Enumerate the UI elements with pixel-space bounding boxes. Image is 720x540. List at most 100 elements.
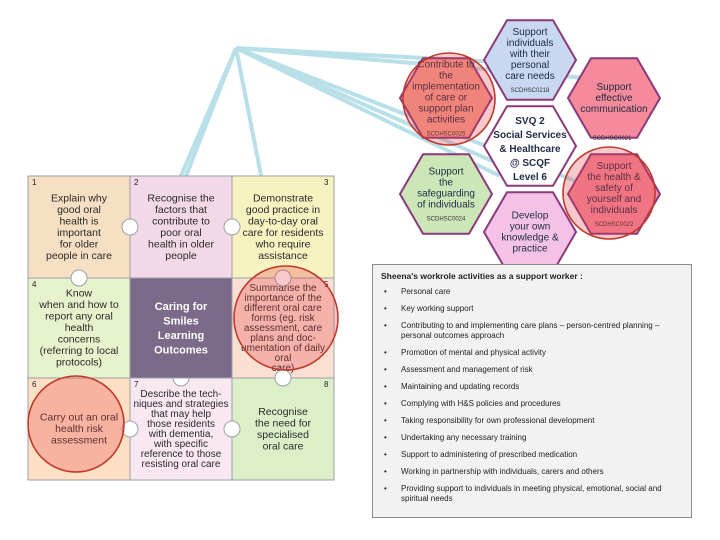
connector-rays — [116, 46, 587, 326]
highlight-circle — [27, 375, 125, 473]
workrole-item: Complying with H&S policies and procedur… — [381, 399, 683, 409]
tile-text-2-line: poor oral — [160, 227, 201, 239]
hexagon-label-upper-left-line: of care or — [425, 93, 468, 104]
tile-text-4-line: Know — [66, 288, 93, 300]
hexagon-upper-right — [566, 57, 662, 139]
puzzle-tile-8 — [231, 377, 335, 481]
hexagon-label-top-line: with their — [509, 49, 551, 60]
tile-text-3-line: day-to-day oral — [248, 215, 318, 227]
tile-text-5-line: assessment, care — [244, 323, 323, 334]
workrole-item: Maintaining and updating records — [381, 382, 683, 392]
hexagon-label-upper-right-line: communication — [580, 104, 647, 115]
tile-text-2-line: people — [165, 250, 197, 262]
tile-number: 1 — [32, 178, 37, 187]
tile-text-5-line: forms (eg. risk — [251, 313, 315, 324]
tile-number: 4 — [32, 280, 37, 289]
hexagon-label-upper-right-line: effective — [595, 93, 632, 104]
tile-text-2-line: contribute to — [152, 215, 210, 227]
workrole-item: Personal care — [381, 287, 683, 297]
hexagon-label-bottom-line: Develop — [512, 211, 549, 222]
workrole-item: Providing support to individuals in meet… — [381, 484, 683, 504]
hexagon-lower-left — [398, 153, 494, 235]
svq-center-label-line: @ SCQF — [510, 158, 550, 169]
workrole-item: Undertaking any necessary training — [381, 433, 683, 443]
hexagon-label-upper-left-line: Contribute to — [417, 60, 475, 71]
tile-text-3-line: Demonstrate — [253, 192, 313, 204]
workrole-title: Sheena's workrole activities as a suppor… — [381, 271, 583, 281]
tile-text-8-line: specialised — [257, 429, 309, 441]
workrole-item: Promotion of mental and physical activit… — [381, 348, 683, 358]
hexagon-label-bottom-line: knowledge & — [501, 233, 559, 244]
hexagon-label-bottom-line: your own — [510, 222, 551, 233]
tile-text-8-line: oral care — [263, 440, 304, 452]
center-tile-label-line: Outcomes — [154, 345, 208, 357]
svq-center-label-line: & Healthcare — [499, 144, 561, 155]
svq-center-label-line: Level 6 — [513, 172, 547, 183]
workrole-item: Key working support — [381, 304, 683, 314]
tile-number: 3 — [324, 178, 329, 187]
workrole-item: Support to administering of prescribed m… — [381, 450, 683, 460]
puzzle-tile-1 — [27, 175, 131, 279]
puzzle-knob — [223, 420, 241, 438]
hexagon-label-lower-right-line: safety of — [595, 183, 633, 194]
tile-text-7-line: reference to those — [141, 449, 222, 460]
puzzle-knob — [223, 218, 241, 236]
tile-text-3-line: good practice in — [246, 204, 320, 216]
center-tile — [129, 277, 233, 379]
tile-text-6-line: Carry out an oral — [40, 412, 118, 424]
hexagon-code-top: SCDHSC0218 — [511, 88, 550, 94]
puzzle-tile-4 — [27, 277, 131, 379]
tile-text-7-line: with specific — [153, 439, 208, 450]
tile-text-1-line: for older — [60, 238, 99, 250]
puzzle-knob — [274, 269, 292, 287]
tile-text-4-line: when and how to — [38, 299, 119, 311]
workrole-item: Contributing to and implementing care pl… — [381, 321, 683, 341]
hexagon-center — [482, 105, 578, 187]
tile-text-2-line: factors that — [155, 204, 207, 216]
tile-text-1-line: health is — [59, 215, 98, 227]
tile-number: 7 — [134, 380, 139, 389]
center-tile-label-line: Caring for — [155, 301, 208, 313]
tile-text-4-line: health — [65, 322, 94, 334]
highlight-circle — [562, 146, 656, 240]
svq-center-label-line: Social Services — [493, 130, 567, 141]
center-tile-label-line: Learning — [158, 330, 204, 342]
hexagon-code-lower-left: SCDHSC0024 — [427, 217, 466, 223]
hexagon-label-top-line: personal — [511, 60, 549, 71]
tile-text-7-line: Describe the tech- — [140, 389, 221, 400]
hexagon-label-upper-left: Contribute totheimplementationof care or… — [412, 60, 480, 126]
tile-text-1-line: Explain why — [51, 192, 108, 204]
hexagon-label-lower-right-line: yourself and — [587, 194, 641, 205]
hexagon-label-upper-left-line: the — [439, 71, 453, 82]
svq-center-label-line: SVQ 2 — [515, 116, 545, 127]
tile-text-6-line: health risk — [55, 423, 104, 435]
hexagon-label-lower-left-line: Support — [428, 167, 463, 178]
tile-text-7-line: that may help — [151, 409, 211, 420]
hexagon-label-lower-left-line: of individuals — [417, 200, 475, 211]
tile-text-2-line: health in older — [148, 238, 214, 250]
puzzle-knob — [121, 420, 139, 438]
tile-text-4-line: report any oral — [45, 311, 113, 323]
tile-text-4-line: (referring to local — [40, 345, 119, 357]
tile-text-8-line: the need for — [255, 417, 312, 429]
puzzle-tile-3 — [231, 175, 335, 279]
hexagon-code-lower-right: SCDHSC0022 — [595, 222, 634, 228]
tile-text-5-line: different oral care — [244, 303, 322, 314]
puzzle-tile-7 — [129, 377, 233, 481]
tile-text-5: Summarise theimportance of thedifferent … — [241, 283, 325, 374]
tile-text-1-line: people in care — [46, 250, 112, 262]
puzzle-knob — [70, 269, 88, 287]
tile-text-5-line: Summarise the — [249, 283, 317, 294]
tile-text-2-line: Recognise the — [147, 192, 214, 204]
tile-text-3-line: who require — [255, 238, 311, 250]
hexagon-code-upper-left: SCDHSC0025 — [427, 132, 466, 138]
hexagon-label-upper-left-line: activities — [427, 115, 465, 126]
tile-number: 6 — [32, 380, 37, 389]
